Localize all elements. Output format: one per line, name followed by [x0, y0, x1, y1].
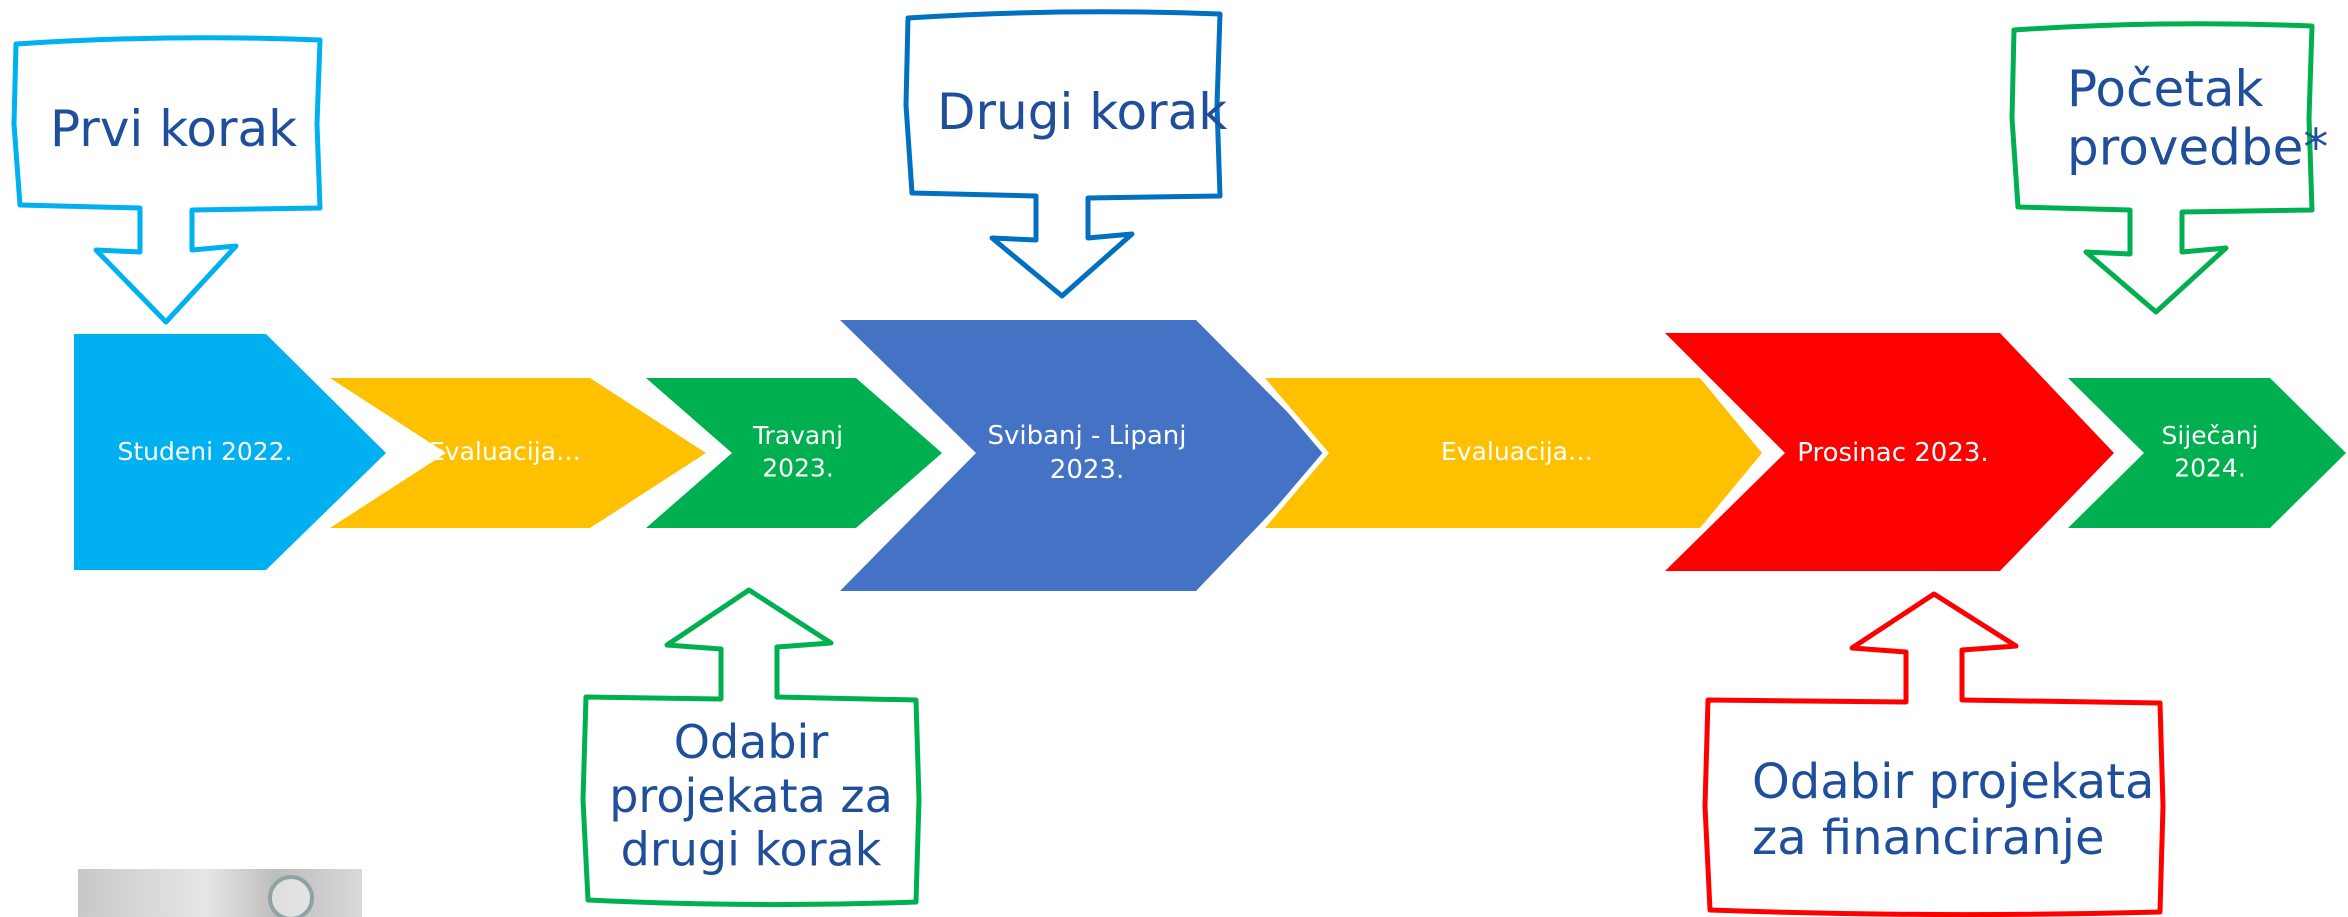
timeline-chevron-5	[1265, 378, 1762, 528]
callout-text-1: Prvi korak	[50, 100, 297, 158]
callout-shape-3	[2009, 21, 2315, 315]
photo-thumbnail	[78, 869, 362, 917]
timeline-label-2: Evaluacija…	[429, 437, 581, 466]
timeline-chevron-7	[2068, 378, 2346, 528]
timeline-label-1: Studeni 2022.	[117, 437, 292, 466]
callout-shape-2	[903, 9, 1223, 299]
timeline-chevron-1	[74, 334, 386, 570]
callout-text-2: Drugi korak	[937, 83, 1227, 141]
timeline-chevron-3	[646, 378, 942, 528]
timeline-chevron-6	[1665, 333, 2114, 571]
timeline-chevron-4	[840, 320, 1328, 591]
water-drop	[268, 875, 314, 917]
timeline-label-6: Prosinac 2023.	[1797, 438, 1988, 468]
timeline-label-5: Evaluacija…	[1441, 437, 1593, 466]
timeline-chevron-2	[330, 378, 706, 528]
callout-shape-4	[580, 587, 922, 908]
callout-shape-5	[1702, 591, 2166, 917]
callout-shape-1	[11, 35, 323, 325]
